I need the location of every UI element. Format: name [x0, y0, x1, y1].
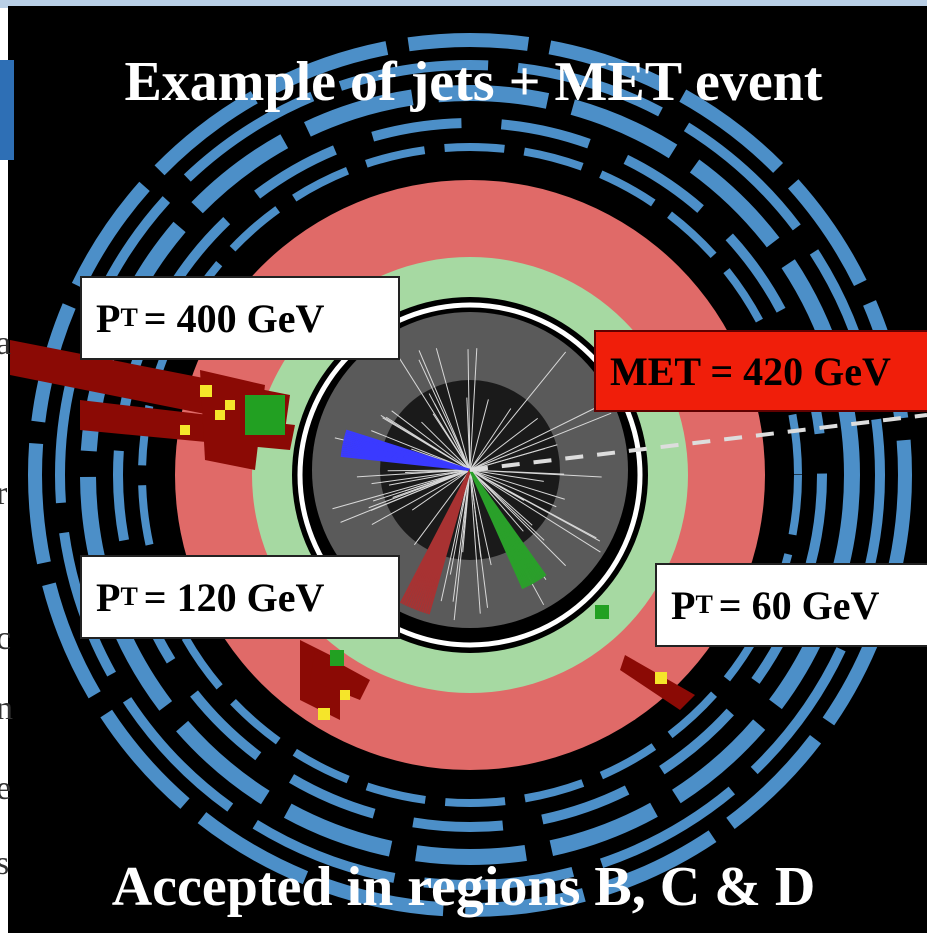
track	[469, 351, 567, 471]
track	[371, 469, 471, 525]
track	[435, 348, 471, 471]
track	[453, 469, 471, 621]
track	[469, 469, 602, 478]
track	[440, 469, 471, 602]
track	[469, 469, 481, 614]
pt-value: = 400 GeV	[143, 295, 325, 341]
jet-track	[469, 469, 525, 590]
edge-glyph: n	[0, 690, 13, 727]
track	[391, 410, 471, 471]
track	[469, 399, 489, 471]
track	[469, 348, 478, 471]
track	[469, 469, 482, 558]
muon-system	[28, 33, 912, 917]
em-deposits	[245, 395, 609, 666]
track	[372, 469, 471, 502]
track	[469, 412, 612, 471]
left-blue-tab	[0, 60, 14, 160]
pt-subscript: T	[120, 582, 138, 611]
pt-value: = 60 GeV	[718, 582, 880, 628]
track	[469, 469, 525, 501]
edge-glyph: c	[0, 620, 12, 657]
track	[388, 469, 471, 486]
track	[371, 430, 471, 471]
met-vector	[469, 413, 927, 472]
track	[371, 469, 471, 485]
track	[418, 359, 471, 471]
edge-glyph: e	[0, 770, 12, 807]
track	[469, 444, 558, 471]
track	[469, 469, 565, 500]
track	[380, 414, 471, 471]
track	[469, 406, 598, 471]
solenoid-ring-outline	[297, 302, 643, 648]
track	[469, 408, 512, 471]
track	[332, 469, 471, 510]
track	[413, 469, 471, 546]
met-label: MET = 420 GeV	[594, 330, 927, 412]
track	[469, 469, 567, 567]
track	[452, 469, 471, 602]
track	[467, 349, 471, 471]
track	[340, 469, 471, 523]
pt-symbol: P	[96, 295, 121, 341]
slide-title: Example of jets + MET event	[124, 51, 823, 113]
pt-value: = 120 GeV	[143, 574, 325, 620]
track	[421, 421, 471, 471]
edge-glyph: r	[0, 475, 8, 512]
edge-glyph: a	[0, 325, 12, 362]
track	[469, 469, 524, 532]
edge-glyph: s	[0, 845, 10, 882]
track	[469, 469, 557, 508]
track	[469, 469, 601, 553]
slide-footer: Accepted in regions B, C & D	[111, 856, 816, 918]
pt-subscript: T	[120, 303, 138, 332]
track	[405, 469, 471, 473]
track	[393, 349, 471, 471]
pt-symbol: P	[96, 574, 121, 620]
jet-hits	[180, 385, 667, 720]
track	[469, 469, 544, 482]
track	[449, 469, 471, 575]
tracks	[332, 348, 612, 621]
top-blue-strip	[0, 0, 927, 8]
track	[469, 469, 492, 566]
jet-track	[345, 429, 471, 471]
track	[418, 350, 471, 471]
jet-track	[399, 469, 471, 604]
track	[469, 417, 538, 471]
pt-subscript: T	[695, 590, 713, 619]
track	[428, 393, 471, 471]
pt-symbol: P	[671, 582, 696, 628]
track	[411, 469, 471, 511]
